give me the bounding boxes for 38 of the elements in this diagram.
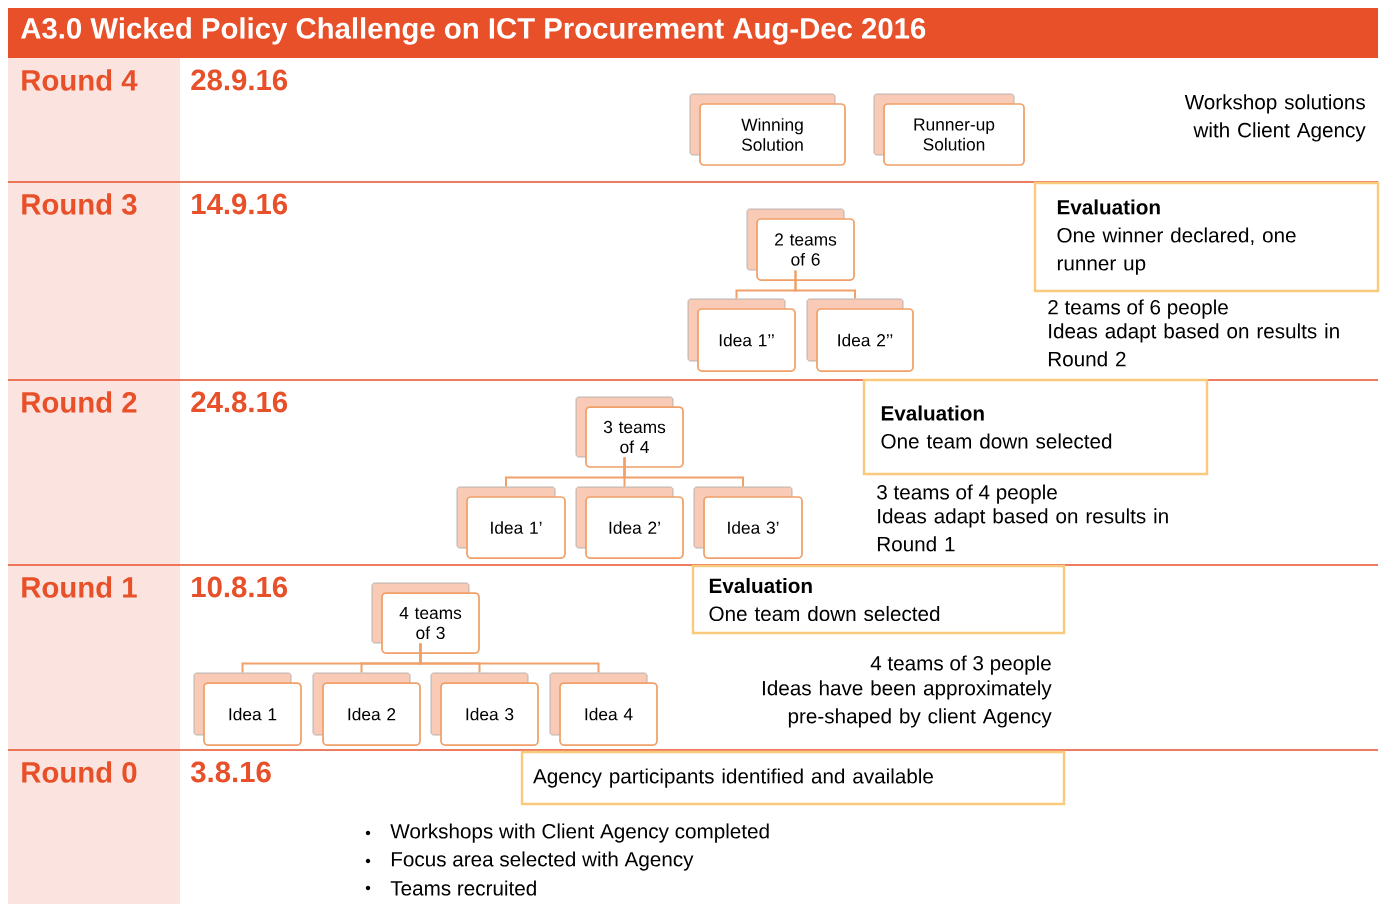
evaluation-box: Evaluation One team down selected — [862, 378, 1209, 476]
stacked-card: Idea 2’ — [575, 486, 684, 559]
stacked-card: Idea 1’’ — [687, 298, 796, 372]
round-label: 10.8.16 — [192, 576, 288, 598]
bullet-text: Workshops with Client Agency completed — [390, 823, 769, 843]
bullet-text: Teams recruited — [390, 880, 536, 896]
round-label: 24.8.16 — [191, 391, 288, 413]
round-label: 3.8.16 — [190, 761, 271, 783]
round-label: Round 3 — [22, 193, 137, 215]
bullet-text: Focus area selected with Agency — [391, 851, 694, 871]
note-text: Ideas adapt based on results in Round 2 — [1048, 323, 1339, 367]
stacked-card: Idea 1 — [193, 672, 302, 746]
stacked-card: Idea 4 — [549, 672, 658, 746]
note-text: 2 teams of 6 people — [1048, 299, 1228, 319]
evaluation-box: Evaluation One winner declared, one runner up — [1033, 181, 1380, 293]
title-bar: A3.0 Wicked Policy Challenge on ICT Procurement Aug-Dec 2016 — [8, 8, 1378, 58]
stacked-card: Idea 3 — [430, 672, 539, 746]
round-label: Round 0 — [22, 761, 137, 783]
evaluation-box: Evaluation One team down selected — [691, 564, 1066, 635]
stacked-card: Idea 2’’ — [806, 298, 914, 372]
stacked-card: 4 teams of 3 — [371, 582, 480, 654]
stacked-card: Idea 2 — [312, 672, 421, 746]
note-text: Workshop solutions with Client Agency — [1184, 94, 1366, 142]
stacked-card: Winning Solution — [689, 93, 846, 166]
evaluation-box: Agency participants identified and available — [520, 750, 1066, 806]
stacked-card: 2 teams of 6 — [746, 208, 855, 281]
stacked-card: Idea 3’ — [693, 486, 803, 559]
note-text: Ideas adapt based on results in Round 1 — [877, 508, 1168, 552]
stacked-card: 3 teams of 4 — [575, 396, 684, 468]
stacked-card: Runner-up Solution — [873, 93, 1025, 166]
round-label: Round 1 — [22, 576, 137, 598]
round-label: 28.9.16 — [191, 69, 288, 91]
note-text: Ideas have been approximately pre-shaped by client Agency — [763, 680, 1052, 728]
round-label: 14.9.16 — [192, 193, 288, 215]
stacked-card: Idea 1’ — [456, 486, 566, 559]
round-label: Round 4 — [22, 69, 138, 91]
round-label: Round 2 — [22, 391, 137, 413]
note-text: 4 teams of 3 people — [870, 655, 1051, 675]
